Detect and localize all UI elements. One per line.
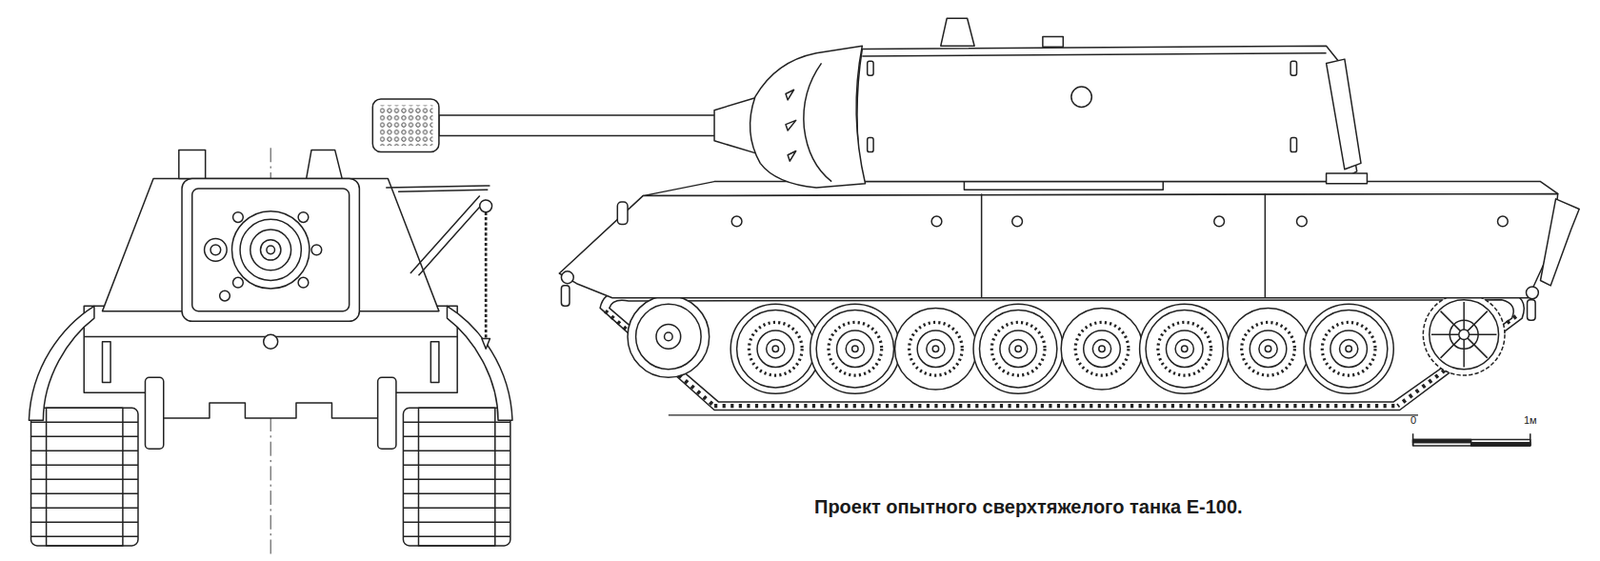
front-mantlet (181, 178, 360, 321)
scale-label: 0 (1410, 414, 1417, 426)
fender (28, 305, 95, 420)
gun-barrel (439, 115, 725, 136)
crane (385, 185, 492, 349)
turret-rail (1326, 59, 1361, 170)
muzzle-brake (372, 99, 440, 153)
turret (857, 45, 1358, 181)
idler-wheel (627, 296, 710, 379)
track-inner (609, 300, 1515, 402)
drive-sprocket (1422, 293, 1505, 376)
road-wheels (730, 303, 1394, 394)
front-hull (83, 305, 458, 419)
caption: Проект опытного сверхтяжелого танка Е-10… (814, 496, 1243, 519)
gun-mantlet (750, 45, 866, 188)
track-links (714, 403, 1399, 408)
scale-label: 1м (1523, 414, 1538, 426)
front-tracks (31, 407, 511, 546)
cupola (940, 18, 975, 46)
track (600, 291, 1524, 410)
front-turret (101, 178, 439, 311)
side-skirt (559, 193, 1558, 298)
scale-bar (1413, 433, 1531, 446)
skirt-bolts (731, 216, 1508, 227)
